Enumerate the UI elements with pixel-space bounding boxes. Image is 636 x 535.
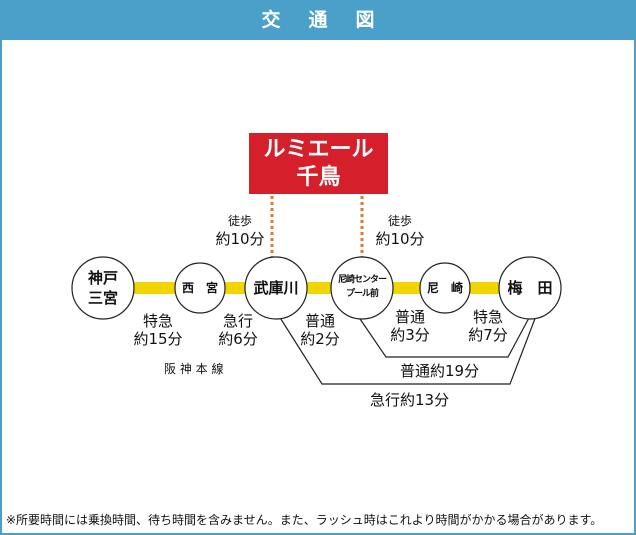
station-label-amagasaki-center-pool-mae: 尼崎センター プール前: [332, 273, 392, 301]
station-label-line: 三宮: [87, 289, 118, 307]
station-label-umeda: 梅 田: [507, 279, 553, 297]
segment-label-5: 特急 約7分: [460, 308, 516, 344]
express-total-label: 急行約13分: [370, 391, 450, 409]
segment-label-4: 普通 約3分: [382, 308, 438, 344]
station-mukogawa: [244, 256, 308, 320]
header-bar: 交通図: [0, 0, 636, 40]
segment-type: 急行: [222, 312, 253, 330]
walk-right-label: 徒歩 約10分: [372, 212, 428, 248]
segment-time: 約7分: [468, 326, 508, 344]
local-bracket: [357, 315, 531, 358]
footnote: ※所要時間には乗換時間、待ち時間を含みません。また、ラッシュ時はこれより時間がか…: [6, 513, 603, 527]
station-label-line: 神戸: [87, 269, 118, 287]
segment-time: 約15分: [133, 330, 183, 348]
walk-left-time: 約10分: [215, 230, 265, 248]
destination-name: ルミエール: [263, 137, 374, 162]
walk-left-mode: 徒歩: [227, 214, 252, 228]
station-amagasaki: [419, 262, 471, 314]
segment-time: 約3分: [390, 326, 430, 344]
station-label-line: 尼崎センター: [337, 275, 387, 285]
station-kobe-sannomiya: [71, 256, 135, 320]
page-title: 交通図: [261, 9, 403, 31]
station-umeda: [498, 256, 562, 320]
segment-time: 約2分: [300, 330, 340, 348]
segment-type: 普通: [394, 308, 425, 326]
destination-area: 千鳥: [296, 165, 341, 190]
walk-left-label: 徒歩 約10分: [212, 212, 268, 248]
station-nishinomiya: [174, 262, 226, 314]
local-total-label: 普通約19分: [400, 362, 480, 380]
station-label-mukogawa: 武庫川: [253, 279, 299, 297]
segment-type: 特急: [142, 312, 173, 330]
segment-time: 約6分: [218, 330, 258, 348]
segment-label-2: 急行 約6分: [210, 312, 266, 348]
segment-type: 特急: [472, 308, 503, 326]
line-name: 阪 神 本 線: [164, 362, 224, 376]
station-label-amagasaki: 尼 崎: [426, 281, 463, 295]
walk-right-mode: 徒歩: [387, 214, 412, 228]
destination-box: ルミエール 千鳥: [249, 133, 388, 194]
station-amagasaki-center-pool-mae: [330, 256, 394, 320]
segment-label-3: 普通 約2分: [292, 312, 348, 348]
walk-right-time: 約10分: [375, 230, 425, 248]
segment-label-1: 特急 約15分: [125, 312, 191, 348]
express-bracket: [278, 315, 537, 385]
station-label-line: プール前: [345, 289, 379, 299]
segment-type: 普通: [304, 312, 335, 330]
station-label-nishinomiya: 西 宮: [181, 281, 218, 295]
station-label-kobe-sannomiya: 神戸 三宮: [75, 268, 131, 308]
